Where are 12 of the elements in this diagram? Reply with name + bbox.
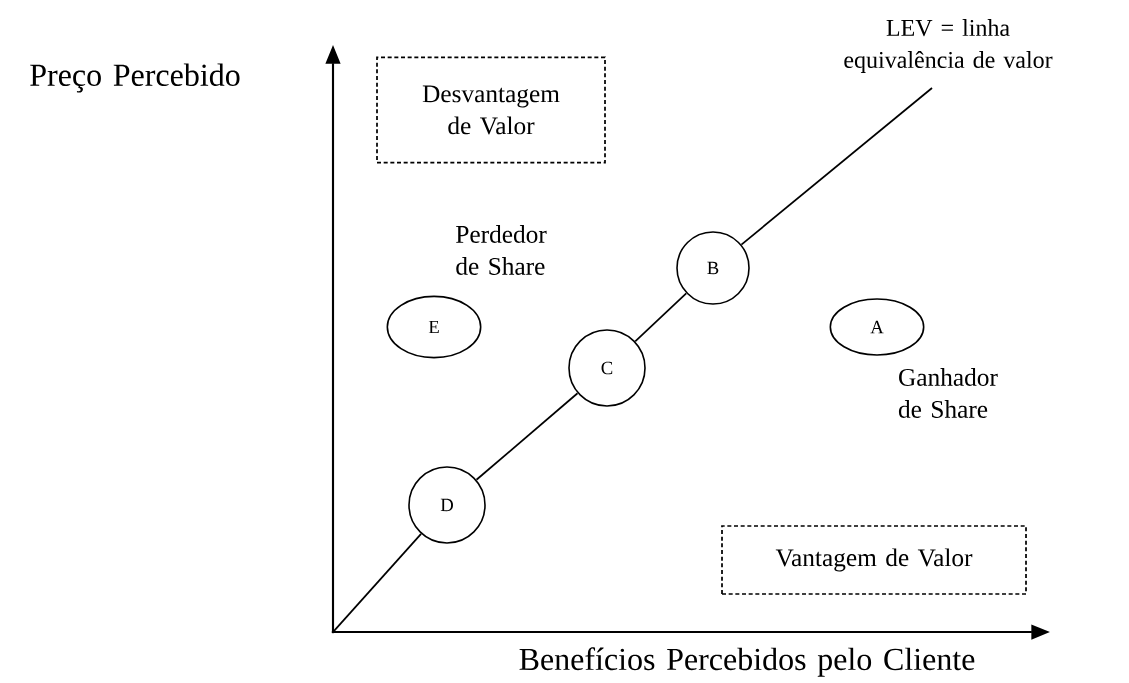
axis-title: Preço Percebido — [30, 63, 240, 93]
region-label: Ganhador de Share — [898, 368, 998, 418]
value-line — [740, 87, 933, 246]
value-line — [475, 392, 579, 481]
origin-point — [331, 630, 335, 634]
value-line — [634, 292, 688, 343]
axis-title: Benefícios Percebidos pelo Cliente — [519, 647, 975, 677]
value-box: Vantagem de Valor — [721, 525, 1027, 595]
value-box: Desvantagem de Valor — [376, 56, 606, 164]
value-line — [333, 533, 422, 632]
region-label: Perdedor de Share — [456, 225, 547, 275]
line-label: LEV = linha equivalência de valor — [844, 19, 1053, 73]
